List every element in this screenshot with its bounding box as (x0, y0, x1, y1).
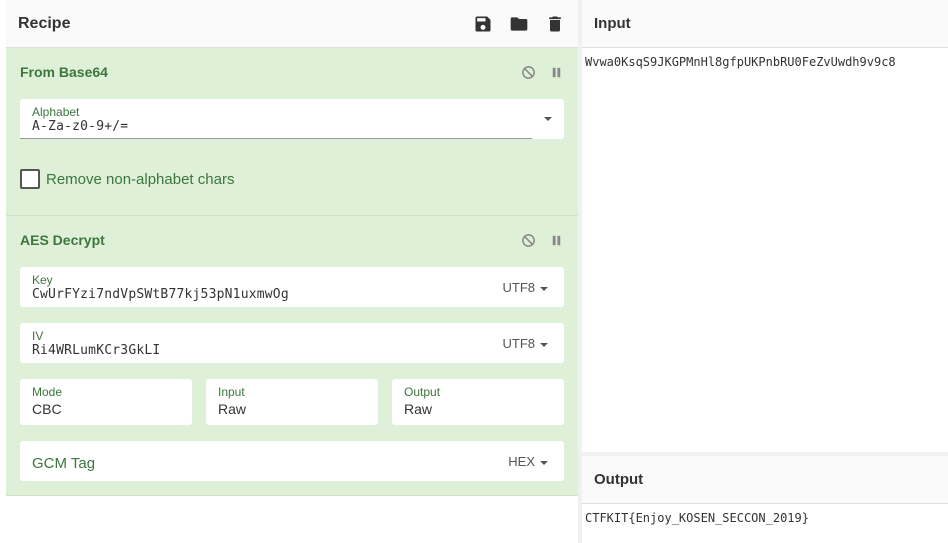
alphabet-label: Alphabet (32, 105, 80, 119)
pause-icon[interactable] (548, 64, 564, 80)
folder-icon[interactable] (508, 13, 530, 35)
input-format-value: Raw (218, 401, 247, 417)
op-from-base64: From Base64 Alphabet A-Za-z0-9+/= Remove… (6, 48, 578, 216)
gcm-tag-label: GCM Tag (32, 455, 96, 472)
gcm-encoding-label: HEX (508, 454, 535, 469)
io-resizer[interactable] (582, 452, 948, 456)
iv-encoding-label: UTF8 (502, 336, 536, 351)
gcm-tag-field[interactable]: GCM Tag HEX (20, 441, 564, 481)
trash-icon[interactable] (544, 13, 566, 35)
output-text[interactable]: CTFKIT{Enjoy_KOSEN_SECCON_2019} (585, 511, 809, 525)
input-panel: Input Wvwa0KsqS9JKGPMnHl8gfpUKPnbRU0FeZv… (582, 0, 948, 452)
output-panel: Output CTFKIT{Enjoy_KOSEN_SECCON_2019} (582, 456, 948, 543)
recipe-title: Recipe (18, 14, 71, 32)
mode-value: CBC (32, 401, 62, 417)
op-aes-decrypt: AES Decrypt Key CwUrFYzi7ndVpSWtB77kj53p… (6, 216, 578, 496)
recipe-header: Recipe (6, 0, 578, 48)
iv-value: Ri4WRLumKCr3GkLI (32, 343, 161, 358)
op-title-aes-decrypt: AES Decrypt (20, 232, 105, 248)
key-encoding-dropdown[interactable]: UTF8 (502, 280, 548, 295)
input-title: Input (594, 15, 631, 32)
key-field[interactable]: Key CwUrFYzi7ndVpSWtB77kj53pN1uxmwOg UTF… (20, 267, 564, 307)
mode-field[interactable]: Mode CBC (20, 379, 192, 425)
output-format-field[interactable]: Output Raw (392, 379, 564, 425)
input-header: Input (582, 0, 948, 48)
checkbox-icon[interactable] (20, 169, 40, 189)
input-format-field[interactable]: Input Raw (206, 379, 378, 425)
disable-icon[interactable] (520, 64, 536, 80)
key-label: Key (32, 273, 53, 287)
key-encoding-label: UTF8 (502, 280, 536, 295)
alphabet-value: A-Za-z0-9+/= (32, 119, 129, 134)
disable-icon[interactable] (520, 232, 536, 248)
output-title: Output (594, 471, 644, 488)
iv-field[interactable]: IV Ri4WRLumKCr3GkLI UTF8 (20, 323, 564, 363)
input-text[interactable]: Wvwa0KsqS9JKGPMnHl8gfpUKPnbRU0FeZvUwdh9v… (585, 55, 896, 69)
panel-resizer[interactable] (578, 0, 582, 543)
chevron-down-icon (540, 286, 548, 291)
output-format-label: Output (404, 385, 441, 399)
pause-icon[interactable] (548, 232, 564, 248)
alphabet-field[interactable]: Alphabet A-Za-z0-9+/= (20, 99, 564, 139)
output-format-value: Raw (404, 401, 433, 417)
gcm-encoding-dropdown[interactable]: HEX (508, 454, 548, 469)
recipe-panel: Recipe From Base64 Alphabet A-Za-z0-9+/= (6, 0, 578, 543)
remove-non-alphabet-label: Remove non-alphabet chars (46, 170, 235, 188)
op-header-from-base64: From Base64 (6, 48, 578, 96)
op-header-aes-decrypt: AES Decrypt (6, 216, 578, 264)
remove-non-alphabet-checkbox[interactable]: Remove non-alphabet chars (20, 169, 234, 189)
chevron-down-icon (540, 460, 548, 465)
mode-label: Mode (32, 385, 63, 399)
iv-label: IV (32, 329, 44, 343)
alphabet-underline (20, 138, 532, 139)
chevron-down-icon (540, 342, 548, 347)
key-value: CwUrFYzi7ndVpSWtB77kj53pN1uxmwOg (32, 287, 289, 302)
save-icon[interactable] (472, 13, 494, 35)
iv-encoding-dropdown[interactable]: UTF8 (502, 336, 548, 351)
input-format-label: Input (218, 385, 245, 399)
output-header: Output (582, 456, 948, 504)
op-title-from-base64: From Base64 (20, 64, 108, 80)
chevron-down-icon[interactable] (544, 117, 552, 121)
